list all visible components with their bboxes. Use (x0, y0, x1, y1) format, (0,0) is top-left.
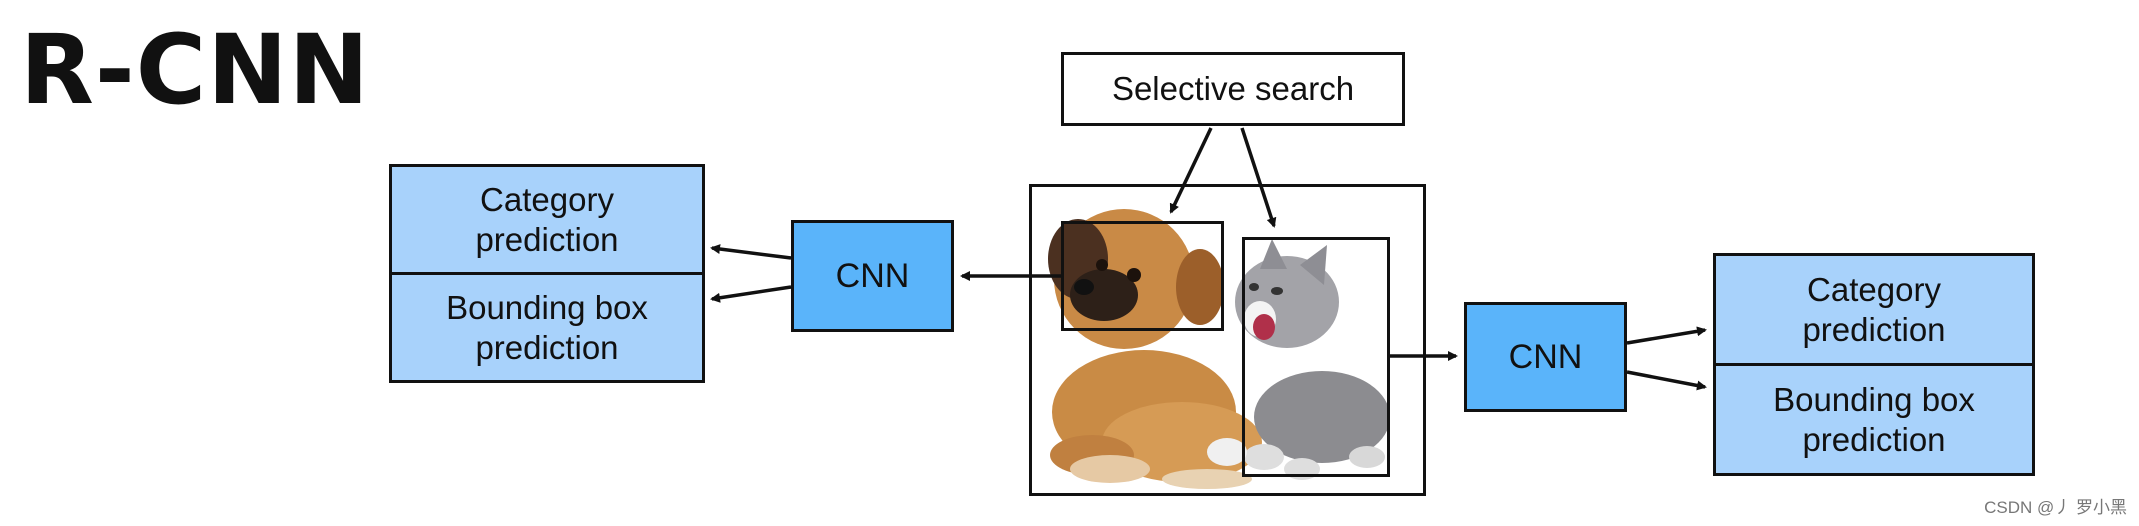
right-category-label: Category prediction (1802, 270, 1946, 348)
right-cnn-box: CNN (1464, 302, 1627, 412)
watermark: CSDN @丿 罗小黑 (1984, 498, 2127, 517)
cnn-to-bbox-arrow (710, 285, 792, 303)
ss-to-cat-arrow (1240, 127, 1277, 228)
right-cnn-to-category-arrow (1626, 326, 1707, 345)
cnn-to-category-arrow (710, 244, 792, 260)
right-cnn-label: CNN (1508, 338, 1583, 376)
left-bbox-label: Bounding box prediction (446, 288, 648, 366)
dog-region-proposal (1061, 221, 1224, 331)
left-cnn-box: CNN (791, 220, 954, 332)
page-title: R-CNN (20, 14, 370, 126)
selective-search-box: Selective search (1061, 52, 1405, 126)
selective-search-label: Selective search (1111, 70, 1355, 107)
left-category-label: Category prediction (475, 180, 619, 258)
right-bbox-label: Bounding box prediction (1773, 380, 1975, 458)
cat-region-proposal (1242, 237, 1390, 477)
left-category-prediction-box: Category prediction (389, 164, 705, 275)
ss-to-dog-arrow (1169, 127, 1213, 214)
left-cnn-label: CNN (835, 257, 910, 295)
right-cnn-to-bbox-arrow (1626, 370, 1707, 391)
left-bbox-prediction-box: Bounding box prediction (389, 275, 705, 383)
right-bbox-prediction-box: Bounding box prediction (1713, 366, 2035, 476)
right-category-prediction-box: Category prediction (1713, 253, 2035, 366)
